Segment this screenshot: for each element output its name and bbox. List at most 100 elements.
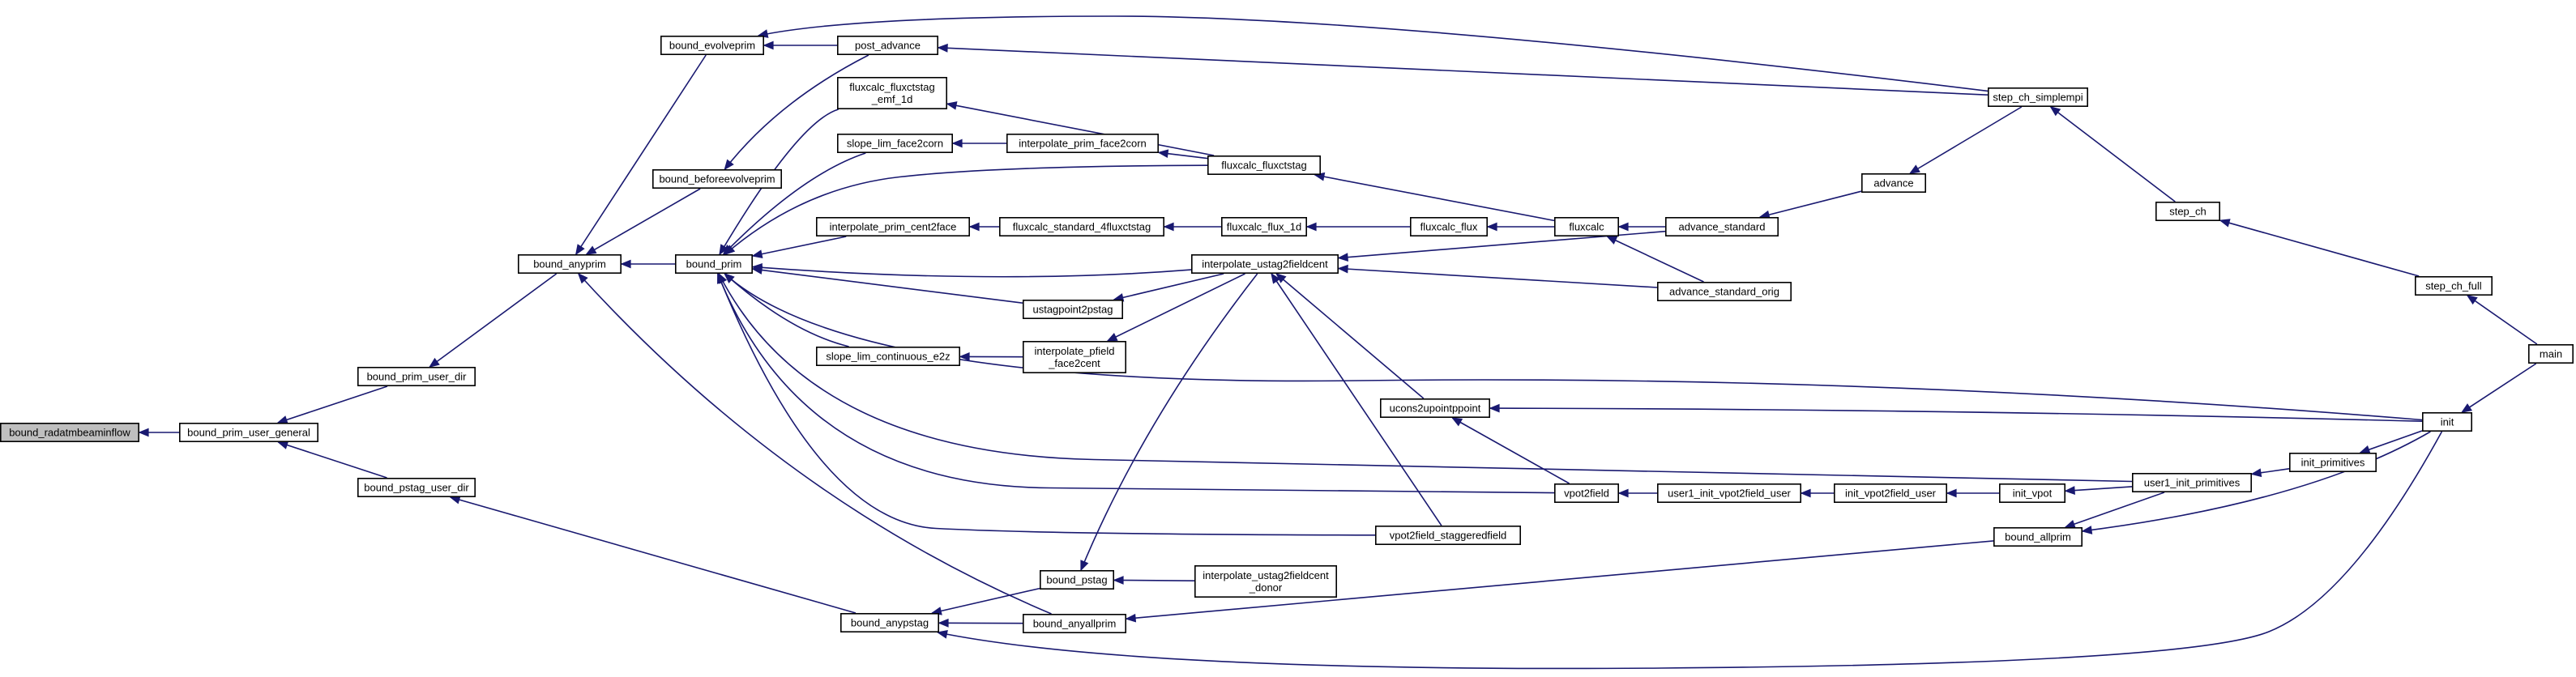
node-label: bound_prim_user_dir: [367, 371, 468, 383]
node-ustagpoint2pstag[interactable]: ustagpoint2pstag: [1023, 299, 1124, 319]
arrowhead-icon: [717, 272, 726, 284]
node-advance[interactable]: advance: [1861, 173, 1927, 194]
arrowhead-icon: [938, 618, 949, 628]
node-slope-lim-continuous-e2z[interactable]: slope_lim_continuous_e2z: [815, 346, 960, 366]
node-box: [1207, 155, 1322, 176]
node-label: interpolate_prim_cent2face: [830, 221, 957, 233]
node-label: ustagpoint2pstag: [1032, 304, 1113, 316]
node-fluxcalc[interactable]: fluxcalc: [1554, 216, 1620, 236]
node-label: bound_anyprim: [533, 258, 606, 270]
node-vpot2field[interactable]: vpot2field: [1554, 483, 1620, 503]
node-interpolate-prim-cent2face[interactable]: interpolate_prim_cent2face: [815, 216, 970, 236]
arrowhead-icon: [1305, 222, 1317, 232]
node-fluxcalc-flux[interactable]: fluxcalc_flux: [1410, 216, 1489, 236]
node-bound-anyallprim[interactable]: bound_anyallprim: [1023, 613, 1127, 633]
node-box: [1999, 483, 2066, 503]
node-label: step_ch_simplempi: [1993, 92, 2083, 104]
call-edge-vpot2field-to-ucons2upointppoint: [1452, 417, 1570, 484]
call-edge-main-to-step_ch_full: [2467, 295, 2538, 345]
node-user1-init-primitives[interactable]: user1_init_primitives: [2132, 472, 2253, 492]
node-label: bound_evolveprim: [669, 40, 755, 52]
node-bound-anypstag[interactable]: bound_anypstag: [840, 612, 940, 632]
call-edge-user1_init_primitives-to-bound_allprim: [2065, 492, 2165, 528]
node-init[interactable]: init: [2422, 411, 2473, 432]
arrowhead-icon: [937, 43, 948, 53]
node-label: _donor: [1249, 581, 1283, 594]
node-post-advance[interactable]: post_advance: [837, 35, 939, 55]
call-edge-step_ch_simplempi-to-advance: [1909, 106, 2023, 174]
call-edge-fluxcalc_fluxctstag-to-fluxcalc_fluxctstag_emf_1d: [946, 103, 1215, 156]
node-interpolate-pfield-face2cent[interactable]: interpolate_pfield_face2cent: [1023, 340, 1127, 373]
node-fluxcalc-fluxctstag[interactable]: fluxcalc_fluxctstag: [1207, 155, 1322, 176]
node-label: fluxcalc_fluxctstag: [1221, 160, 1307, 172]
node-bound-evolveprim[interactable]: bound_evolveprim: [660, 35, 764, 55]
node-label: fluxcalc: [1569, 221, 1604, 233]
node-box: [1410, 216, 1489, 236]
arrowhead-icon: [968, 222, 980, 232]
node-fluxcalc-standard-4fluxctstag[interactable]: fluxcalc_standard_4fluxctstag: [999, 216, 1165, 236]
node-step-ch[interactable]: step_ch: [2155, 202, 2221, 222]
node-fluxcalc-fluxctstag-emf-1d[interactable]: fluxcalc_fluxctstag_emf_1d: [837, 77, 948, 110]
call-edge-interpolate_ustag2fieldcent_donor-to-bound_pstag: [1113, 579, 1195, 581]
node-bound-prim-user-general[interactable]: bound_prim_user_general: [179, 422, 318, 442]
node-advance-standard-orig[interactable]: advance_standard_orig: [1657, 281, 1792, 301]
node-step-ch-simplempi[interactable]: step_ch_simplempi: [1988, 87, 2089, 108]
node-box: [1657, 483, 1802, 503]
node-vpot2field-staggeredfield[interactable]: vpot2field_staggeredfield: [1375, 525, 1522, 545]
node-box: [2132, 472, 2253, 492]
node-user1-init-vpot2field-user[interactable]: user1_init_vpot2field_user: [1657, 483, 1802, 503]
arrowhead-icon: [2081, 526, 2093, 534]
node-advance-standard[interactable]: advance_standard: [1665, 216, 1779, 236]
node-label: fluxcalc_standard_4fluxctstag: [1013, 221, 1151, 233]
node-label: interpolate_pfield: [1034, 345, 1114, 357]
node-bound-pstag[interactable]: bound_pstag: [1040, 569, 1115, 590]
node-label: interpolate_prim_face2corn: [1019, 138, 1147, 150]
node-label: vpot2field_staggeredfield: [1390, 530, 1507, 542]
node-box: [1988, 87, 2089, 108]
node-interpolate-ustag2fieldcent[interactable]: interpolate_ustag2fieldcent: [1191, 253, 1339, 274]
node-box: [1006, 134, 1160, 154]
node-label: step_ch_full: [2425, 280, 2481, 292]
node-label: bound_prim_user_general: [187, 427, 310, 439]
node-interpolate-ustag2fieldcent-donor[interactable]: interpolate_ustag2fieldcent_donor: [1194, 564, 1338, 598]
arrowhead-icon: [763, 40, 774, 50]
node-label: bound_anyallprim: [1033, 618, 1117, 630]
arrowhead-icon: [946, 101, 958, 110]
node-label: init_vpot: [2013, 488, 2053, 500]
node-label: main: [2540, 348, 2562, 360]
call-edge-bound_anyallprim-to-bound_anyprim: [578, 273, 1052, 615]
arrowhead-icon: [1946, 488, 1957, 498]
call-edge-bound_allprim-to-bound_anyallprim: [1126, 540, 1994, 620]
node-bound-beforeevolveprim[interactable]: bound_beforeevolveprim: [651, 169, 782, 189]
node-box: [815, 216, 970, 236]
node-box: [1191, 253, 1339, 274]
call-edge-step_ch_full-to-step_ch: [2219, 219, 2420, 277]
node-label: interpolate_ustag2fieldcent: [1203, 569, 1329, 581]
node-ucons2upointppoint[interactable]: ucons2upointppoint: [1380, 398, 1491, 418]
call-edge-advance-to-advance_standard: [1759, 190, 1862, 218]
node-step-ch-full[interactable]: step_ch_full: [2415, 275, 2493, 296]
call-edge-main-to-init: [2461, 363, 2537, 413]
node-init-vpot[interactable]: init_vpot: [1999, 483, 2066, 503]
call-edge-fluxcalc-to-fluxcalc_fluxctstag: [1314, 174, 1555, 222]
node-fluxcalc-flux-1d[interactable]: fluxcalc_flux_1d: [1221, 216, 1308, 236]
node-box: [1375, 525, 1522, 545]
node-bound-anyprim[interactable]: bound_anyprim: [517, 253, 622, 274]
graph-edges: [138, 15, 2538, 670]
node-interpolate-prim-face2corn[interactable]: interpolate_prim_face2corn: [1006, 134, 1160, 154]
node-bound-prim[interactable]: bound_prim: [674, 253, 753, 274]
node-label: bound_beforeevolveprim: [659, 173, 775, 185]
node-main[interactable]: main: [2528, 343, 2574, 364]
node-box: [1861, 173, 1927, 194]
node-label: bound_prim: [686, 258, 742, 270]
node-bound-prim-user-dir[interactable]: bound_prim_user_dir: [357, 366, 476, 386]
node-init-primitives[interactable]: init_primitives: [2289, 452, 2377, 472]
node-init-vpot2field-user[interactable]: init_vpot2field_user: [1834, 483, 1948, 503]
call-edge-user1_init_primitives-to-bound_prim: [718, 273, 2133, 483]
arrowhead-icon: [724, 245, 736, 256]
node-bound-allprim[interactable]: bound_allprim: [1993, 526, 2083, 547]
node-bound-pstag-user-dir[interactable]: bound_pstag_user_dir: [357, 477, 476, 497]
call-edge-vpot2field_staggeredfield-to-bound_prim: [717, 273, 1376, 536]
node-slope-lim-face2corn[interactable]: slope_lim_face2corn: [837, 134, 954, 154]
